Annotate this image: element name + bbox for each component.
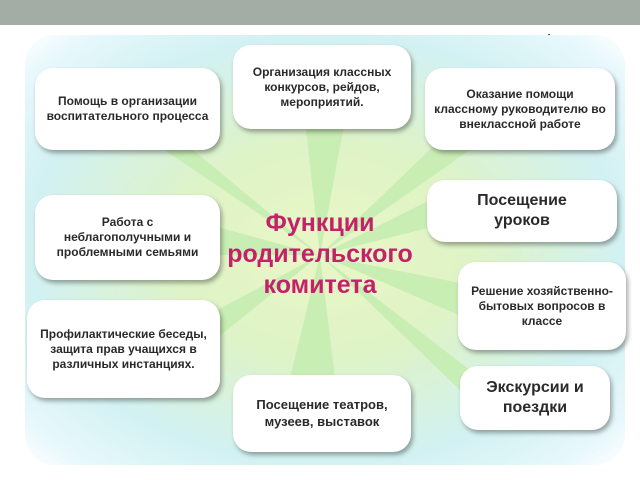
box-household-issues-text: Решение хозяйственно-бытовых вопросов в … (471, 283, 613, 328)
box-organize-contests: Организация классных конкурсов, рейдов, … (233, 45, 411, 129)
box-household-issues: Решение хозяйственно-бытовых вопросов в … (458, 262, 626, 350)
box-help-education-text: Помощь в организации воспитательного про… (46, 94, 209, 123)
center-title-line-3: комитета (263, 270, 377, 299)
box-help-teacher: Оказание помощи классному руководителю в… (425, 68, 615, 150)
slide-top-bar (0, 0, 640, 25)
center-title-line-1: Функции (265, 209, 375, 237)
box-theaters-text: Посещение театров, музеев, выставок (256, 397, 388, 429)
box-prevention-text: Профилактические беседы, защита прав уча… (40, 326, 207, 371)
box-excursions: Экскурсии и поездки (460, 366, 610, 430)
box-organize-contests-text: Организация классных конкурсов, рейдов, … (252, 64, 392, 109)
box-excursions-text: Экскурсии и поездки (486, 379, 584, 416)
box-help-education: Помощь в организации воспитательного про… (35, 68, 220, 150)
box-theaters: Посещение театров, музеев, выставок (233, 375, 411, 452)
box-attend-lessons-text: Посещение уроков (477, 192, 567, 229)
box-help-teacher-text: Оказание помощи классному руководителю в… (434, 86, 606, 131)
center-title: Функции родительского комитета (215, 208, 425, 300)
box-attend-lessons: Посещение уроков (427, 180, 617, 242)
box-prevention: Профилактические беседы, защита прав уча… (27, 300, 220, 398)
center-title-line-2: родительского (227, 239, 413, 268)
box-troubled-families: Работа с неблагополучными и проблемными … (35, 195, 220, 280)
box-troubled-families-text: Работа с неблагополучными и проблемными … (56, 215, 199, 259)
